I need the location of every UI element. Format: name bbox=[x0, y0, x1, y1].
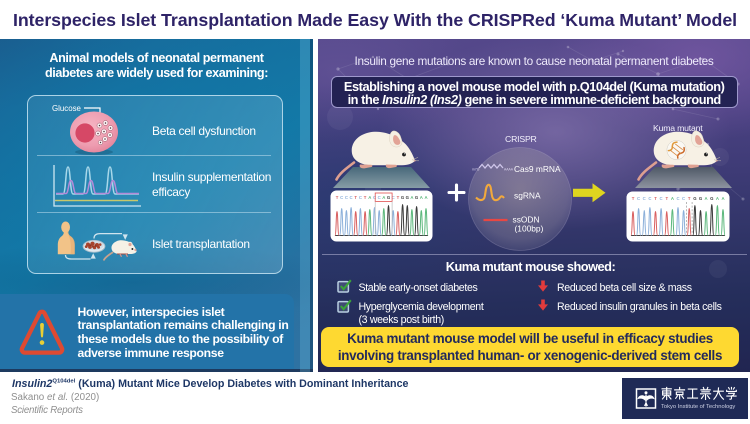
svg-text:G: G bbox=[414, 194, 418, 199]
svg-text:C: C bbox=[349, 194, 352, 199]
svg-text:AAAA: AAAA bbox=[504, 168, 514, 172]
svg-text:T: T bbox=[632, 195, 635, 200]
svg-text:G: G bbox=[693, 195, 697, 200]
svg-text:G: G bbox=[405, 194, 409, 199]
svg-text:C: C bbox=[676, 195, 679, 200]
svg-text:T: T bbox=[335, 194, 338, 199]
svg-text:A: A bbox=[410, 194, 413, 199]
svg-text:T: T bbox=[354, 194, 357, 199]
svg-text:G: G bbox=[386, 194, 390, 199]
svg-text:Glucose: Glucose bbox=[52, 104, 82, 113]
svg-text:Tokyo Institute of Technology: Tokyo Institute of Technology bbox=[661, 404, 735, 410]
svg-text:m7G: m7G bbox=[472, 168, 480, 172]
svg-text:G: G bbox=[400, 194, 404, 199]
svg-text:C: C bbox=[682, 195, 685, 200]
svg-text:C: C bbox=[340, 194, 343, 199]
svg-text:C: C bbox=[660, 195, 663, 200]
svg-text:A: A bbox=[721, 195, 724, 200]
svg-text:C: C bbox=[637, 195, 640, 200]
svg-text:C: C bbox=[344, 194, 347, 199]
svg-text:(100bp): (100bp) bbox=[515, 223, 544, 233]
svg-text:A: A bbox=[382, 194, 385, 199]
svg-text:ssODN: ssODN bbox=[513, 214, 540, 224]
svg-text:T: T bbox=[665, 195, 668, 200]
svg-text:T: T bbox=[363, 194, 366, 199]
svg-text:C: C bbox=[372, 194, 375, 199]
svg-text:G: G bbox=[710, 195, 714, 200]
svg-text:A: A bbox=[705, 195, 708, 200]
svg-text:C: C bbox=[377, 194, 380, 199]
svg-text:Cas9 mRNA: Cas9 mRNA bbox=[514, 164, 561, 174]
svg-text:A: A bbox=[419, 194, 422, 199]
svg-text:A: A bbox=[671, 195, 674, 200]
svg-text:C: C bbox=[648, 195, 651, 200]
svg-text:T: T bbox=[654, 195, 657, 200]
svg-text:C: C bbox=[358, 194, 361, 199]
svg-text:C: C bbox=[391, 194, 394, 199]
svg-text:G: G bbox=[699, 195, 703, 200]
svg-text:T: T bbox=[688, 195, 691, 200]
svg-text:A: A bbox=[368, 194, 371, 199]
svg-text:C: C bbox=[643, 195, 646, 200]
svg-text:A: A bbox=[716, 195, 719, 200]
svg-text:T: T bbox=[396, 194, 399, 199]
svg-text:sgRNA: sgRNA bbox=[514, 191, 541, 201]
svg-text:A: A bbox=[424, 194, 427, 199]
